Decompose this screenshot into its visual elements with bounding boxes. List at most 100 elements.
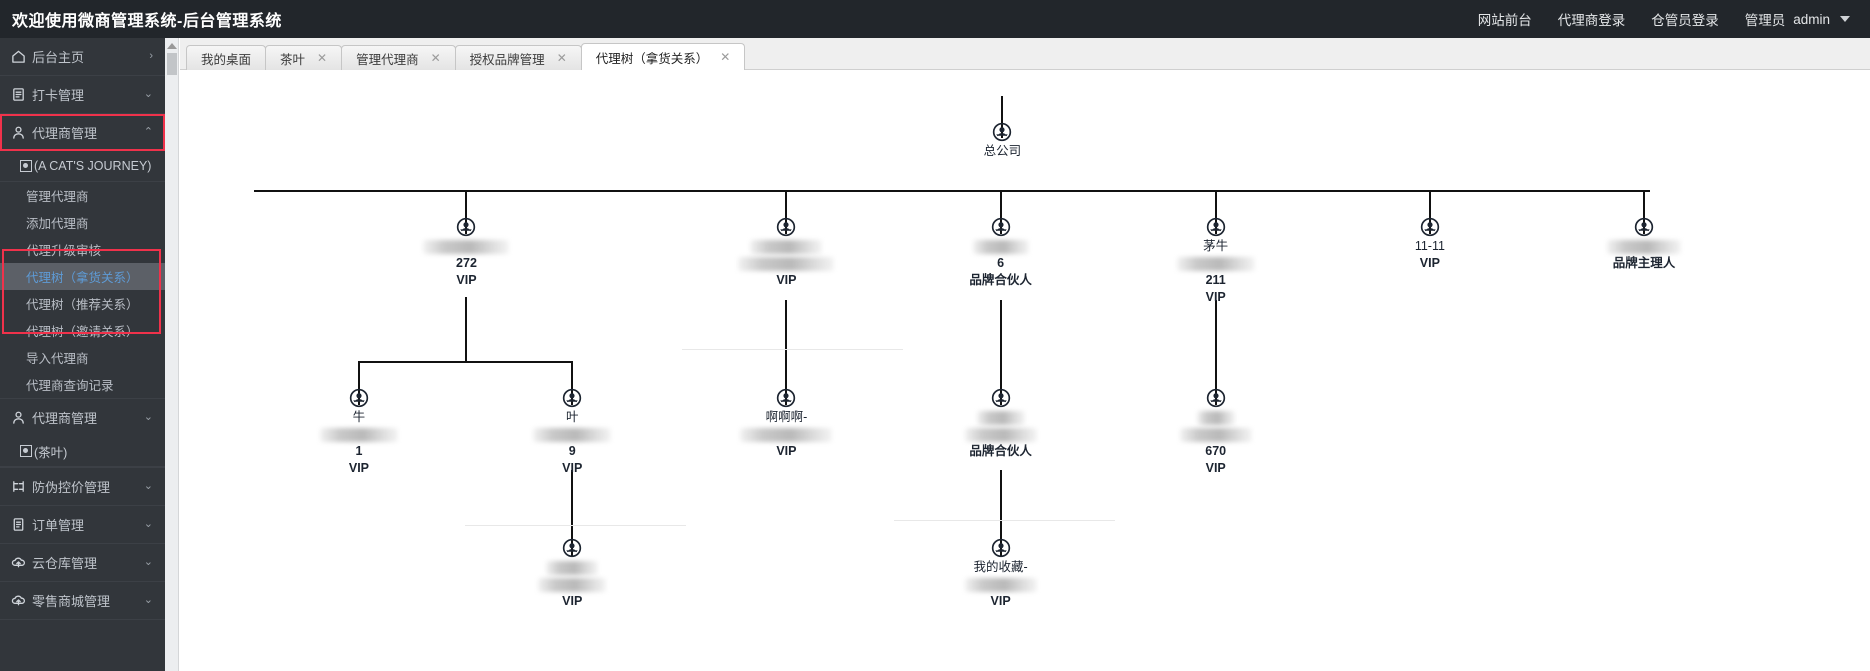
sidebar-group-header-4[interactable]: 防伪控价管理⌄: [0, 468, 165, 505]
tree-node[interactable]: 品牌主理人: [1569, 217, 1719, 272]
scroll-up-arrow-icon[interactable]: [166, 43, 177, 49]
node-level: VIP: [1205, 290, 1226, 304]
close-icon[interactable]: ✕: [556, 51, 567, 65]
sidebar-item-2-8[interactable]: 代理商查询记录: [0, 371, 165, 398]
sidebar-group-header-1[interactable]: 打卡管理⌄: [0, 76, 165, 113]
sidebar-item-3-0[interactable]: (茶叶): [0, 436, 165, 467]
close-icon[interactable]: ✕: [720, 50, 731, 64]
sidebar-group-header-5[interactable]: 订单管理⌄: [0, 506, 165, 543]
tree-connector: [1214, 190, 1217, 234]
sidebar-group-label: 后台主页: [32, 50, 85, 65]
node-name-redacted: [711, 238, 861, 255]
header-link-agent-login[interactable]: 代理商登录: [1557, 13, 1626, 28]
header-link-site-front[interactable]: 网站前台: [1477, 13, 1532, 28]
chevron-icon: ⌄: [143, 411, 153, 423]
tab-4[interactable]: 代理树（拿货关系） ✕: [580, 43, 746, 70]
content-scrollbar[interactable]: [165, 38, 179, 671]
chevron-icon: ⌄: [143, 556, 153, 568]
sidebar-group-5: 订单管理⌄: [0, 506, 165, 544]
node-count-redacted: [926, 426, 1076, 443]
tree-connector: [999, 470, 1002, 556]
sidebar-item-2-7[interactable]: 导入代理商: [0, 344, 165, 371]
tree-connector: [1214, 300, 1217, 405]
node-name-redacted: [1141, 255, 1291, 272]
user-avatar-icon: [926, 388, 1076, 408]
sidebar-group-label: 防伪控价管理: [32, 480, 111, 495]
sidebar-group-header-7[interactable]: 零售商城管理⌄: [0, 582, 165, 619]
node-subtext-redacted: [284, 426, 434, 443]
tab-3[interactable]: 授权品牌管理 ✕: [454, 45, 582, 70]
tab-label: 代理树（拿货关系）: [595, 51, 709, 66]
tree-connector: [465, 297, 468, 361]
sidebar-item-label: 代理树（邀请关系）: [26, 325, 139, 339]
tab-label: 茶叶: [280, 52, 306, 67]
tab-0[interactable]: 我的桌面: [186, 45, 267, 70]
user-avatar-icon: [497, 538, 647, 558]
tree-connector: [785, 300, 788, 405]
node-name-redacted: [1569, 238, 1719, 255]
sidebar[interactable]: 后台主页›打卡管理⌄ 代理商管理 ⌃ (A CAT'S JOURNEY) 管理代理商添加…: [0, 38, 165, 671]
tab-list: 我的桌面茶叶✕管理代理商✕授权品牌管理✕代理树（拿货关系）✕: [180, 38, 1870, 70]
brand-badge-icon: [20, 160, 32, 172]
close-icon[interactable]: ✕: [317, 51, 328, 65]
tree-connector: [465, 190, 468, 234]
tab-label: 授权品牌管理: [469, 52, 545, 67]
sidebar-item-2-0[interactable]: (A CAT'S JOURNEY): [0, 151, 165, 182]
chevron-icon: ⌃: [143, 126, 153, 138]
sidebar-group-2: 代理商管理⌃(A CAT'S JOURNEY)管理代理商添加代理商代理升级审核代…: [0, 114, 165, 399]
sidebar-item-2-6[interactable]: 代理树（邀请关系）: [0, 317, 165, 344]
sidebar-group-6: 云仓库管理⌄: [0, 544, 165, 582]
tree-node[interactable]: VIP: [497, 538, 647, 610]
tree-connector: [571, 470, 574, 556]
node-name-redacted: [497, 559, 647, 576]
header-user-menu[interactable]: 管理员 admin: [1745, 9, 1850, 29]
tree-separator: [681, 349, 903, 350]
close-icon[interactable]: ✕: [430, 51, 441, 65]
sidebar-group-header-2[interactable]: 代理商管理 ⌃: [0, 114, 165, 151]
sidebar-item-2-3[interactable]: 代理升级审核: [0, 236, 165, 263]
node-count: 9: [568, 444, 576, 458]
tab-bar: 我的桌面茶叶✕管理代理商✕授权品牌管理✕代理树（拿货关系）✕: [180, 38, 1870, 70]
sidebar-item-label: 管理代理商: [26, 190, 89, 204]
node-subtext-redacted: [497, 426, 647, 443]
tree-connector: [254, 190, 1651, 192]
node-name: 11-11: [1414, 239, 1445, 253]
user-avatar-icon: [927, 122, 1077, 142]
tree-node[interactable]: 我的收藏- VIP: [926, 538, 1076, 610]
tree-connector: [1643, 190, 1646, 234]
sidebar-group-header-3[interactable]: 代理商管理⌄: [0, 399, 165, 436]
sidebar-item-2-5[interactable]: 代理树（推荐关系）: [0, 290, 165, 317]
node-subtext-redacted: [926, 576, 1076, 593]
tree-node[interactable]: 品牌合伙人: [926, 388, 1076, 460]
tab-2[interactable]: 管理代理商✕: [341, 45, 456, 70]
sidebar-item-2-4[interactable]: 代理树（拿货关系）: [0, 263, 165, 290]
sidebar-item-2-2[interactable]: 添加代理商: [0, 209, 165, 236]
tree-node[interactable]: VIP: [711, 217, 861, 289]
node-name: 我的收藏-: [973, 560, 1028, 574]
tree-connector: [571, 361, 574, 405]
tree-node[interactable]: 啊啊啊- VIP: [711, 388, 861, 460]
sidebar-group-4: 防伪控价管理⌄: [0, 468, 165, 506]
sidebar-group-label: 代理商管理: [32, 126, 98, 141]
node-level: VIP: [1205, 461, 1226, 475]
node-count-redacted: [497, 576, 647, 593]
order-icon: [10, 517, 26, 533]
scroll-thumb[interactable]: [166, 53, 177, 75]
tree-connector: [999, 190, 1002, 234]
header-link-warehouse-login[interactable]: 仓管员登录: [1651, 13, 1719, 28]
sidebar-group-header-0[interactable]: 后台主页›: [0, 38, 165, 75]
tab-1[interactable]: 茶叶 ✕: [265, 45, 343, 70]
sidebar-item-2-1[interactable]: 管理代理商: [0, 182, 165, 209]
sidebar-group-header-6[interactable]: 云仓库管理⌄: [0, 544, 165, 581]
card-icon: [10, 87, 26, 103]
tree-separator: [464, 525, 687, 526]
tree-node[interactable]: 总公司: [927, 122, 1077, 160]
